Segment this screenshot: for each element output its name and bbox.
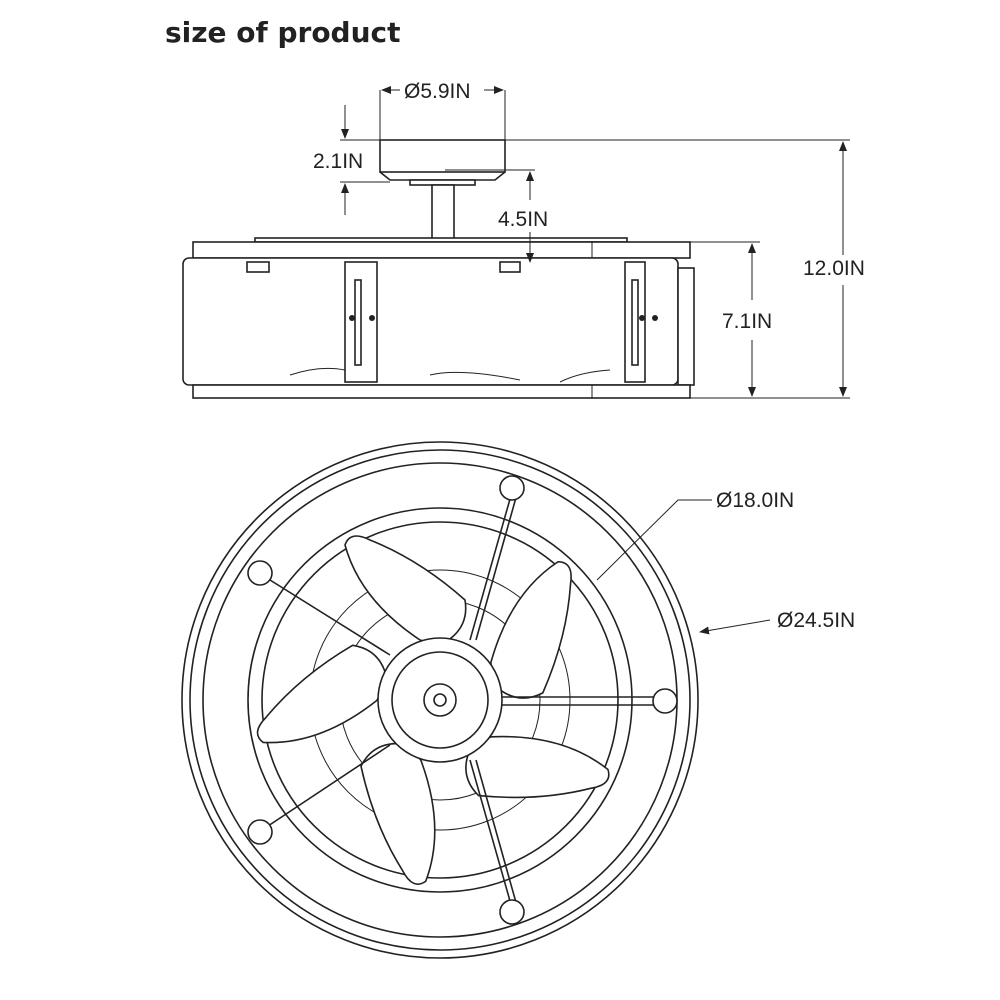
body-height-label: 7.1IN (722, 310, 772, 333)
support-rods (247, 475, 678, 925)
canopy-height-label: 2.1IN (313, 150, 363, 173)
downrod-length-label: 4.5IN (498, 208, 548, 231)
diagram-title: size of product (165, 16, 401, 49)
overall-diameter-label: Ø24.5IN (777, 609, 855, 632)
fan-blades (256, 535, 610, 885)
canopy-diameter-label: Ø5.9IN (404, 80, 471, 103)
overall-height-label: 12.0IN (803, 257, 865, 280)
bottom-view: Ø18.0IN Ø24.5IN (181, 441, 855, 959)
blade-diameter-label: Ø18.0IN (716, 489, 794, 512)
side-view: Ø5.9IN 2.1IN 4.5IN 12.0IN 7.1IN (182, 80, 865, 399)
